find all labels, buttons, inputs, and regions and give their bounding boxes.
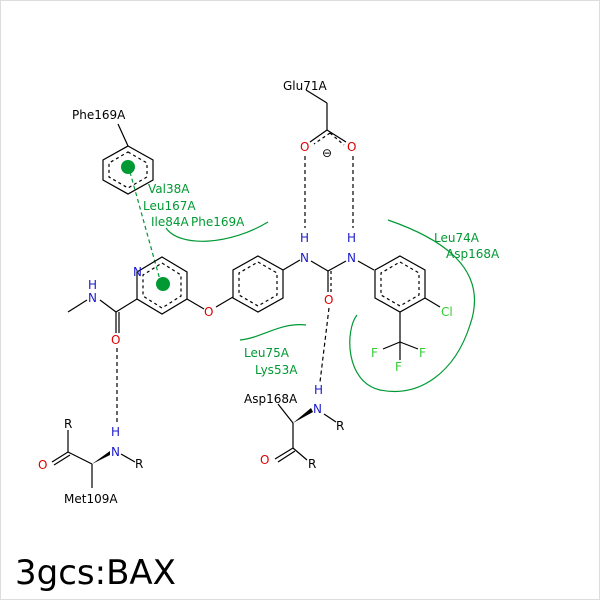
atom-pyridine-n: N — [133, 265, 142, 279]
label-leu75: Leu75A — [244, 346, 290, 360]
atom-amide-n: N — [88, 291, 97, 305]
atom-met109-h: H — [111, 425, 120, 439]
charge-minus-icon: ⊖ — [322, 146, 332, 160]
hydrophobic-arc-lower — [239, 324, 307, 341]
asp168-wedge — [293, 408, 313, 423]
met109-backbone — [51, 430, 136, 488]
label-phe169-ring: Phe169A — [72, 108, 126, 122]
amide-bonds — [67, 298, 138, 333]
atom-met109-r1: R — [64, 417, 72, 431]
atom-amide-o: O — [111, 333, 120, 347]
asp168-backbone — [274, 403, 337, 463]
atom-cl: Cl — [441, 305, 453, 319]
label-lys53: Lys53A — [255, 363, 298, 377]
atom-urea-h1: H — [300, 231, 309, 245]
label-asp168-hydro: Asp168A — [446, 247, 500, 261]
ether-bonds — [186, 296, 234, 310]
atom-glu71-o1: O — [300, 140, 309, 154]
label-met109: Met109A — [64, 492, 118, 506]
atom-glu71-o2: O — [347, 140, 356, 154]
label-leu167: Leu167A — [143, 199, 196, 213]
aryl-ring — [374, 255, 441, 360]
label-leu74: Leu74A — [434, 231, 480, 245]
complex-title: 3gcs:BAX — [15, 553, 176, 593]
label-phe169-hydro: Phe169A — [191, 215, 245, 229]
label-ile84: Ile84A — [151, 215, 190, 229]
label-val38: Val38A — [148, 182, 190, 196]
atom-met109-n: N — [111, 445, 120, 459]
met109-wedge — [92, 451, 110, 464]
atom-asp168-n: N — [313, 402, 322, 416]
hydrophobic-arc-right — [349, 219, 476, 392]
atom-ether-o: O — [204, 305, 213, 319]
atom-asp168-h: H — [314, 383, 323, 397]
atom-f2: F — [419, 346, 426, 360]
pyridine-ring — [136, 256, 188, 315]
atom-asp168-r1: R — [336, 419, 344, 433]
glu71-side-chain — [305, 89, 347, 146]
ring-centroid-phe169 — [121, 160, 135, 174]
atom-asp168-o: O — [260, 453, 269, 467]
atom-f3: F — [395, 360, 402, 374]
label-glu71: Glu71A — [283, 79, 328, 93]
atom-urea-h2: H — [347, 231, 356, 245]
atom-f1: F — [371, 346, 378, 360]
atom-met109-r2: R — [135, 457, 143, 471]
pi-stack-line — [129, 171, 161, 281]
phe169-ring — [102, 123, 154, 195]
urea-bonds — [310, 260, 375, 292]
hbond-asp168 — [319, 307, 330, 383]
phenyl-ring — [232, 255, 301, 313]
atom-urea-o: O — [324, 293, 333, 307]
atom-amide-h: H — [88, 278, 97, 292]
atom-urea-n1: N — [300, 251, 309, 265]
atom-met109-o: O — [38, 458, 47, 472]
atom-urea-n2: N — [347, 251, 356, 265]
hydrophobic-arc-top-left — [165, 221, 269, 242]
ring-centroid-pyridine — [156, 277, 170, 291]
atom-asp168-r2: R — [308, 457, 316, 471]
label-asp168-backbone: Asp168A — [244, 392, 298, 406]
